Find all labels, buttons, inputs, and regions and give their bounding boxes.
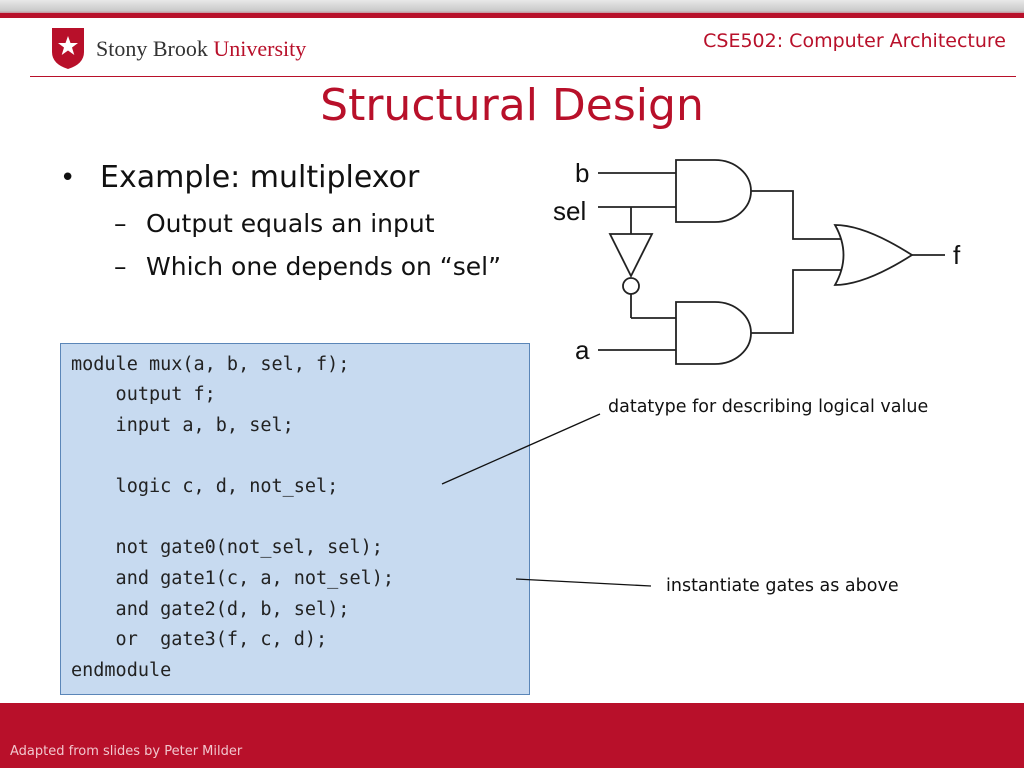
mux-circuit-diagram: b sel a f [553,158,961,365]
dash-icon: – [114,209,127,238]
bullet-list: • Example: multiplexor – Output equals a… [60,160,501,281]
output-label-f: f [953,240,961,270]
top-accent-bar [0,0,1024,18]
bullet-text: Example: multiplexor [100,160,420,195]
input-label-a: a [575,335,590,365]
bullet-dot-icon: • [60,162,76,193]
logo-name: Stony Brook [96,36,208,61]
slide-title: Structural Design [320,80,704,131]
logo-wordmark: Stony Brook University [96,36,306,62]
datatype-annotation: datatype for describing logical value [608,397,929,417]
code-block: module mux(a, b, sel, f); output f; inpu… [60,343,530,695]
code-line: or gate3(f, c, d); [71,629,328,650]
code-line: and gate1(c, a, not_sel); [71,568,395,589]
code-line: input a, b, sel; [71,415,294,436]
header-divider [30,76,1016,77]
code-line: and gate2(d, b, sel); [71,599,350,620]
code-line: endmodule [71,660,172,681]
course-title: CSE502: Computer Architecture [703,30,1006,52]
input-label-b: b [575,158,589,188]
code-line: logic c, d, not_sel; [71,476,339,497]
code-line: not gate0(not_sel, sel); [71,537,383,558]
footer-credit: Adapted from slides by Peter Milder [10,744,243,759]
sub-bullet-text: Which one depends on “sel” [146,252,502,281]
shield-icon [52,28,84,69]
input-label-sel: sel [553,196,586,226]
sub-bullet-item: – Which one depends on “sel” [114,252,501,281]
bullet-item: • Example: multiplexor [60,160,501,195]
dash-icon: – [114,252,127,281]
footer-band [0,703,1024,768]
sub-bullet-item: – Output equals an input [114,209,501,238]
instantiate-annotation: instantiate gates as above [666,576,899,596]
logo-university: University [213,36,307,61]
code-line: module mux(a, b, sel, f); [71,354,350,375]
instantiate-leader-line [515,578,652,587]
university-logo: Stony Brook University [50,26,330,70]
sub-bullet-text: Output equals an input [146,209,435,238]
code-line: output f; [71,384,216,405]
